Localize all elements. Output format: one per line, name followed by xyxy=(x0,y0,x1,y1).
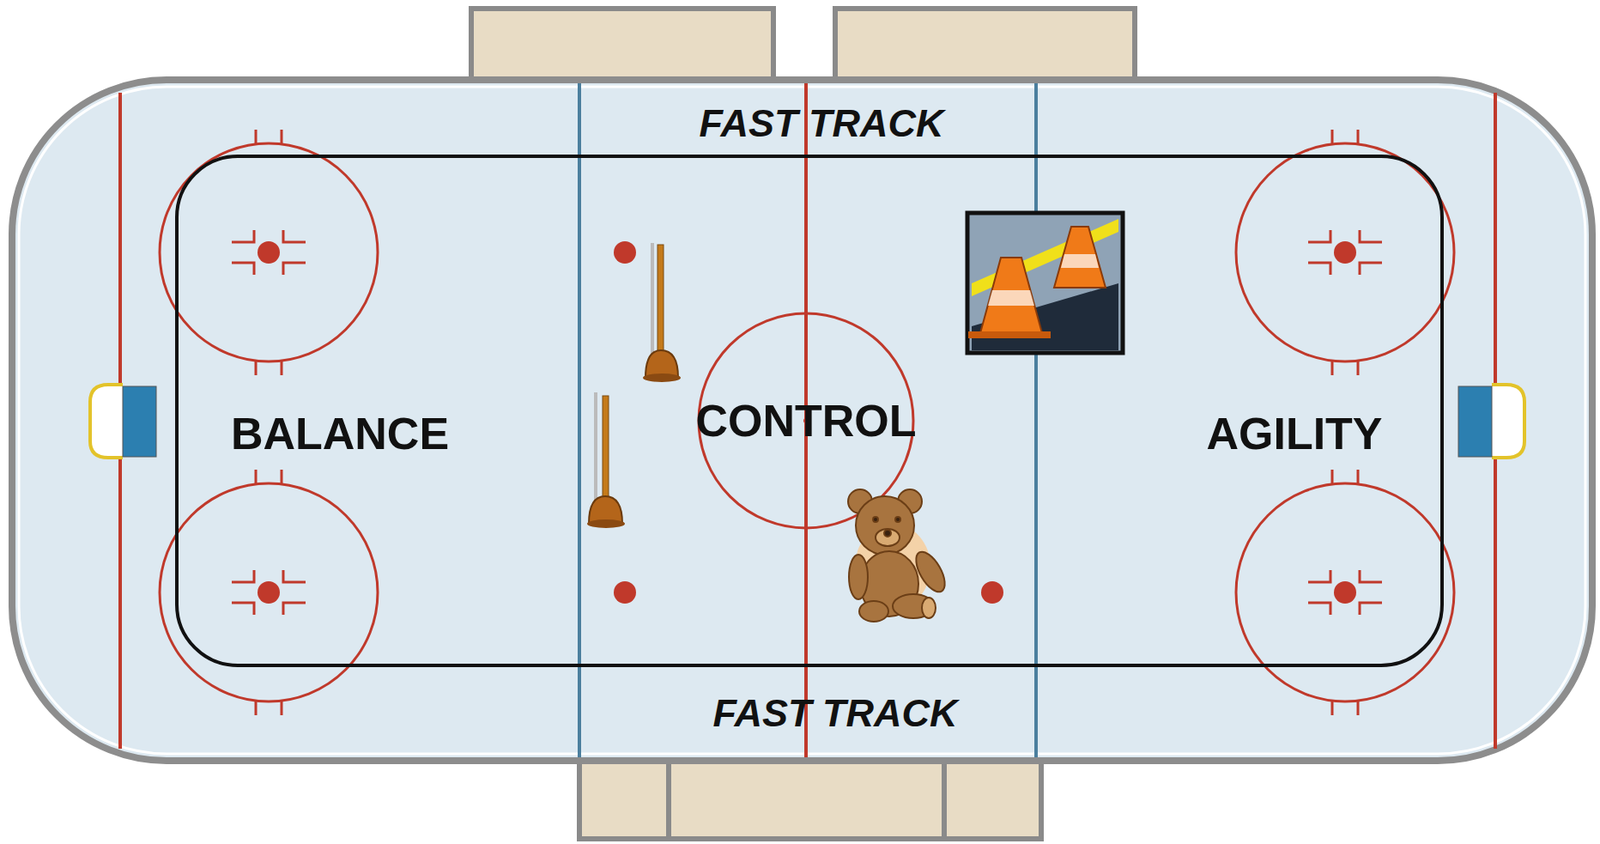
zone-label: BALANCE xyxy=(230,411,449,456)
plunger-icon xyxy=(642,242,681,382)
track-label: FAST TRACK xyxy=(699,103,945,143)
teddy-bear-icon xyxy=(848,489,951,622)
zone-label: AGILITY xyxy=(1206,411,1382,456)
track-label: FAST TRACK xyxy=(713,693,958,733)
cone-icon xyxy=(967,212,1123,353)
plunger-icon xyxy=(587,392,625,528)
zone-label: CONTROL xyxy=(695,398,916,443)
